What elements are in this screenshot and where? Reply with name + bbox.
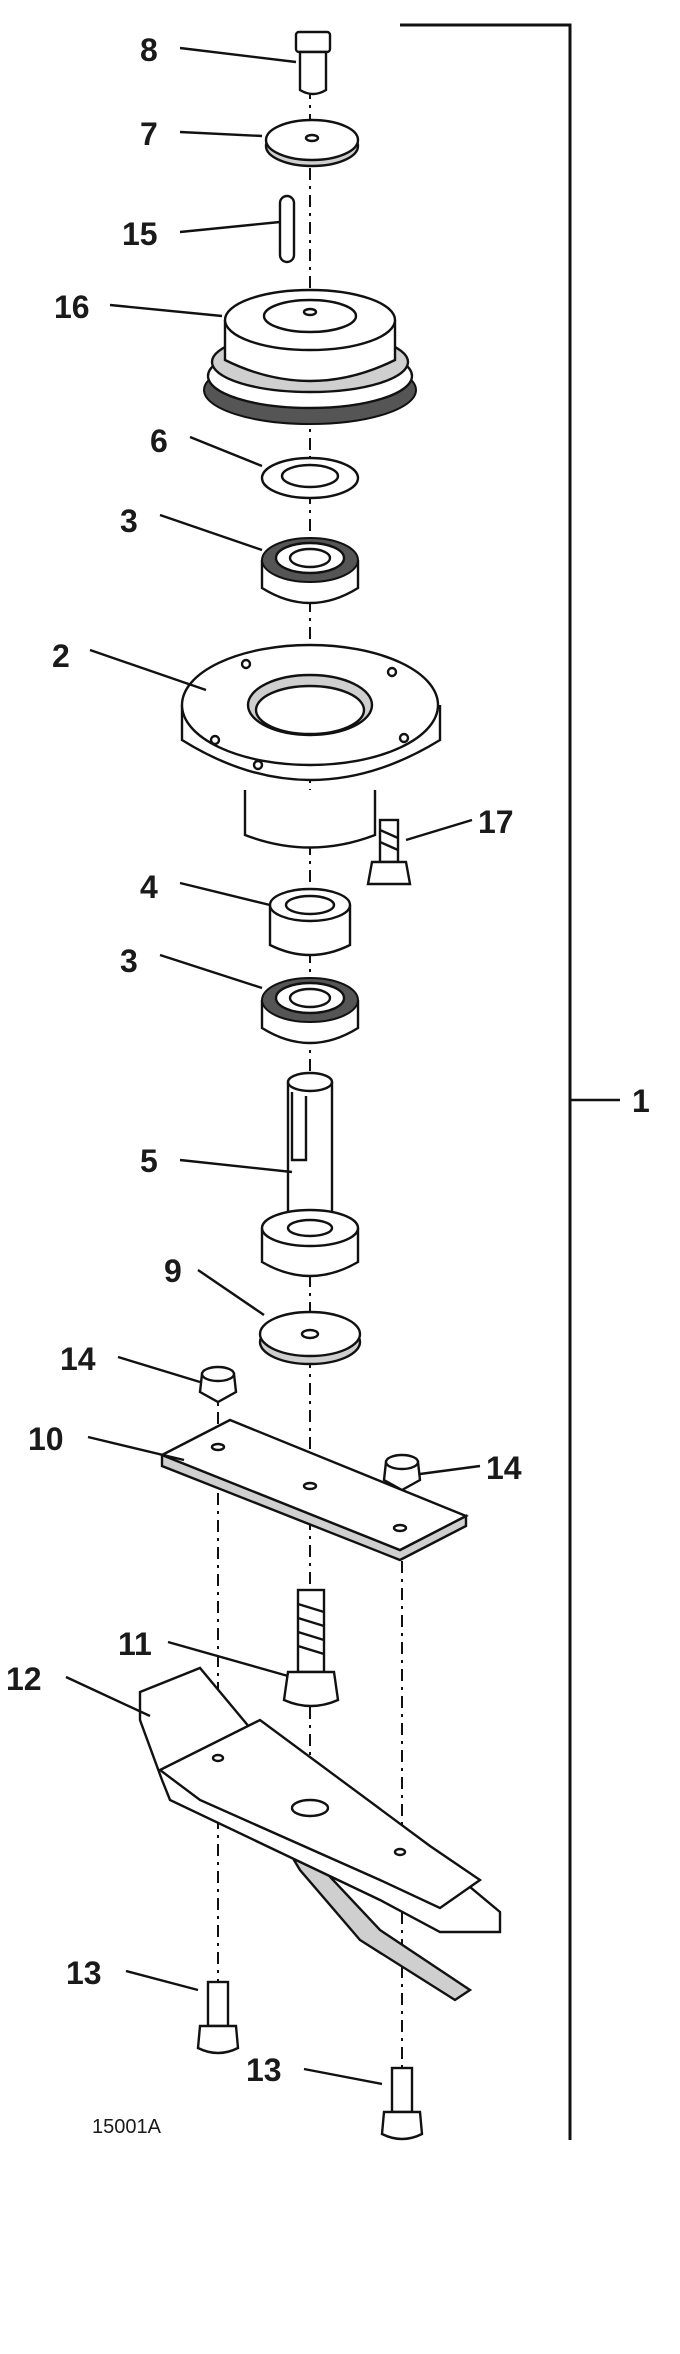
bolt-part-11 bbox=[282, 1588, 340, 1708]
callout-13-left: 13 bbox=[66, 1955, 102, 1991]
spacer-tube-part-4 bbox=[268, 887, 352, 957]
bolt-part-13-right bbox=[380, 2066, 424, 2141]
leader-lines bbox=[65, 46, 481, 2086]
washer-part-7 bbox=[264, 118, 360, 168]
callout-10: 10 bbox=[28, 1421, 64, 1457]
pulley-part-16 bbox=[203, 288, 417, 425]
blade-part-12 bbox=[138, 1666, 502, 2002]
callout-17: 17 bbox=[478, 804, 514, 840]
spindle-shaft-part-5 bbox=[260, 1071, 360, 1278]
nut-part-14-right bbox=[382, 1453, 422, 1492]
callout-4: 4 bbox=[140, 869, 158, 905]
assembly-bracket bbox=[400, 23, 620, 2140]
nut-part-14-left bbox=[198, 1365, 238, 1404]
callout-7: 7 bbox=[140, 116, 158, 152]
callout-3-lower: 3 bbox=[120, 943, 138, 979]
callout-14-right: 14 bbox=[486, 1450, 522, 1486]
bolt-part-8 bbox=[294, 30, 332, 96]
callout-12: 12 bbox=[6, 1661, 42, 1697]
callout-14-left: 14 bbox=[60, 1341, 96, 1377]
callout-6: 6 bbox=[150, 423, 168, 459]
washer-part-9 bbox=[258, 1310, 362, 1366]
callout-5: 5 bbox=[140, 1143, 158, 1179]
lower-bearing-part-3 bbox=[260, 977, 360, 1045]
upper-bearing-part-3 bbox=[260, 537, 360, 605]
callout-11: 11 bbox=[118, 1626, 152, 1662]
callout-13-right: 13 bbox=[246, 2052, 282, 2088]
callout-16: 16 bbox=[54, 289, 90, 325]
key-part-15 bbox=[278, 194, 296, 264]
bolt-part-13-left bbox=[196, 1980, 240, 2055]
callout-1: 1 bbox=[632, 1083, 650, 1119]
callout-8: 8 bbox=[140, 32, 158, 68]
figure-id: 15001A bbox=[92, 2116, 162, 2138]
callout-2: 2 bbox=[52, 638, 70, 674]
callout-9: 9 bbox=[164, 1253, 182, 1289]
plate-part-10 bbox=[159, 1418, 469, 1562]
callout-3-upper: 3 bbox=[120, 503, 138, 539]
housing-part-2 bbox=[180, 643, 442, 849]
grease-fitting-part-17 bbox=[366, 818, 412, 886]
callout-15: 15 bbox=[122, 216, 158, 252]
spacer-part-6 bbox=[260, 456, 360, 500]
callout-labels: 1 2 3 3 4 5 6 7 8 9 10 11 12 13 13 14 14… bbox=[6, 32, 650, 2088]
